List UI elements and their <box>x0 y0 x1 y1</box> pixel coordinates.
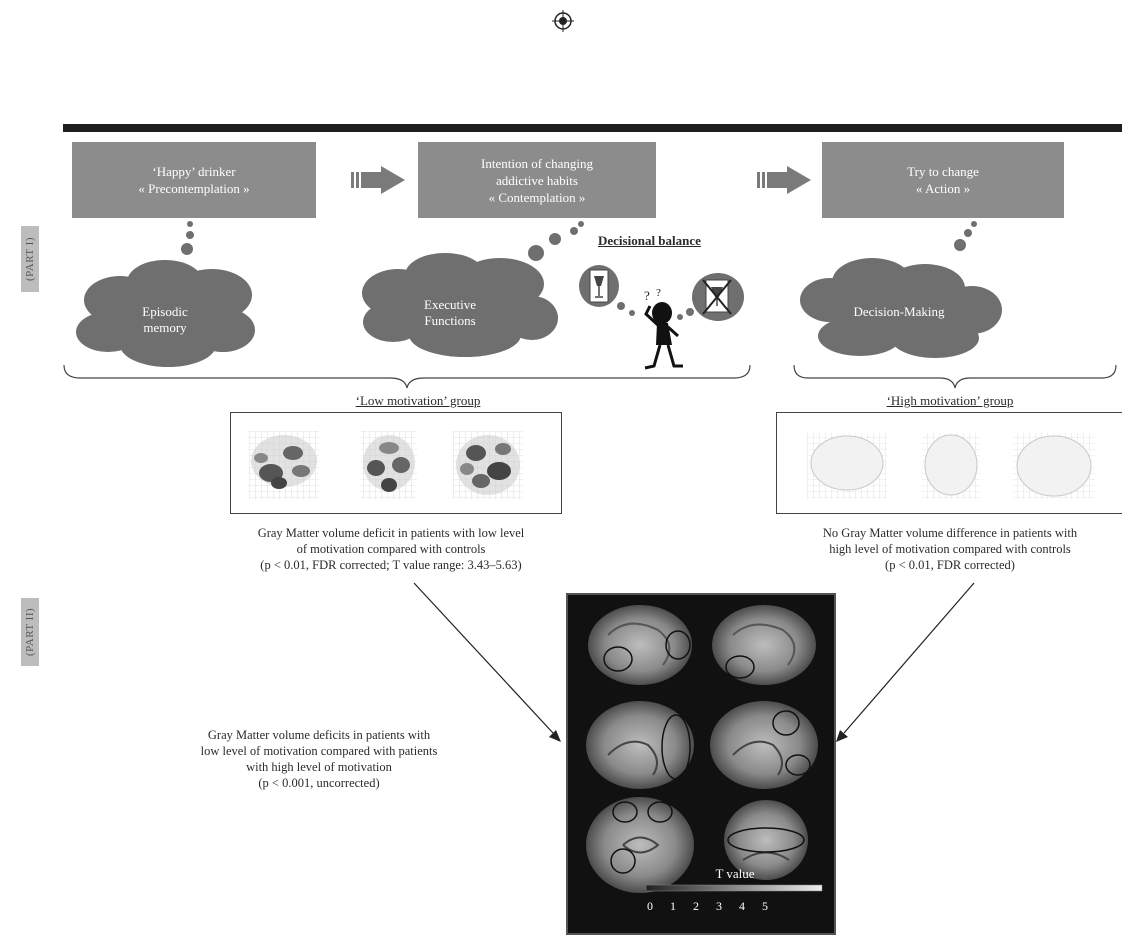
cloud-label-line: Decision-Making <box>853 304 945 319</box>
t-value-tick: 2 <box>693 899 699 913</box>
svg-text:?: ? <box>644 288 650 303</box>
arrow-to-comparison-right <box>836 582 975 742</box>
caption-line: high level of motivation compared with c… <box>829 542 1071 556</box>
glass-brain-coronal <box>922 433 980 499</box>
caption-line: low level of motivation compared with pa… <box>200 744 438 758</box>
low-motivation-glass-brain-panel <box>230 412 562 514</box>
mri-axial <box>586 797 694 893</box>
cloud-label-line: Episodic <box>142 304 188 319</box>
mri-sagittal-2 <box>712 605 816 685</box>
t-value-tick: 0 <box>647 899 653 913</box>
mri-slices <box>586 605 823 893</box>
glass-brain-coronal <box>361 431 417 499</box>
glass-brain-axial <box>1013 433 1095 499</box>
cloud-label-line: Functions <box>424 313 476 328</box>
header-rule <box>63 124 1122 132</box>
cloud-decision-making <box>800 258 1002 358</box>
stage-action: Try to change « Action » <box>822 142 1064 218</box>
caption-line: (p < 0.01, FDR corrected) <box>885 558 1015 572</box>
stage-action-line-1: Try to change <box>907 164 979 179</box>
thought-bubble-2 <box>528 221 584 261</box>
caption-line: (p < 0.001, uncorrected) <box>258 776 380 790</box>
decisional-balance-title: Decisional balance <box>598 233 701 248</box>
mri-sagittal-1 <box>588 605 692 685</box>
stage-precontemplation-line-2: « Precontemplation » <box>138 181 250 196</box>
t-value-title: T value <box>715 866 755 881</box>
glass-brain-sagittal <box>807 433 887 499</box>
low-motivation-group-label: ‘Low motivation’ group <box>355 393 481 408</box>
stage-arrow-2 <box>757 166 811 194</box>
svg-text:?: ? <box>656 287 661 299</box>
high-motivation-glass-brain-panel <box>776 412 1122 514</box>
t-value-tick: 3 <box>716 899 722 913</box>
thought-bubble-1 <box>181 221 194 255</box>
cloud-label-line: memory <box>143 320 187 335</box>
t-value-tick: 5 <box>762 899 768 913</box>
stage-contemplation: Intention of changing addictive habits «… <box>418 142 656 218</box>
high-motivation-group-label: ‘High motivation’ group <box>886 393 1014 408</box>
glass-brain-images <box>807 433 1095 499</box>
comparison-caption: Gray Matter volume deficits in patients … <box>158 727 480 791</box>
t-value-ticks: 0 1 2 3 4 5 <box>644 899 820 915</box>
glass-brain-sagittal <box>249 431 319 499</box>
thought-bubble-3 <box>954 221 977 251</box>
high-motivation-caption: No Gray Matter volume difference in pati… <box>770 525 1122 573</box>
low-motivation-caption: Gray Matter volume deficit in patients w… <box>212 525 570 573</box>
mri-sagittal-3 <box>586 701 694 789</box>
t-value-tick: 4 <box>739 899 745 913</box>
brace-high-group <box>793 364 1117 389</box>
cloud-episodic-memory-label: Episodic memory <box>110 300 220 340</box>
t-value-tick: 1 <box>670 899 676 913</box>
mri-comparison-panel <box>566 593 836 935</box>
decisional-balance-figure: ? ? <box>579 265 744 370</box>
stage-contemplation-line-3: « Contemplation » <box>488 189 586 205</box>
cloud-executive-functions <box>362 253 558 357</box>
cloud-label-line: Executive <box>424 297 476 312</box>
registration-mark-icon <box>552 10 574 32</box>
stage-contemplation-line-2: addictive habits <box>496 172 578 188</box>
caption-line: of motivation compared with controls <box>296 542 486 556</box>
stage-action-line-2: « Action » <box>915 181 971 196</box>
glass-brain-images <box>249 431 523 499</box>
cloud-episodic-memory <box>76 260 255 367</box>
stage-contemplation-line-1: Intention of changing <box>481 155 593 171</box>
stage-precontemplation-line-1: ‘Happy’ drinker <box>152 164 236 179</box>
cloud-executive-functions-label: Executive Functions <box>392 293 508 333</box>
brace-low-group <box>63 364 751 389</box>
mri-coronal <box>724 800 808 880</box>
stage-precontemplation: ‘Happy’ drinker « Precontemplation » <box>72 142 316 218</box>
cloud-decision-making-label: Decision-Making <box>834 302 964 322</box>
arrow-to-comparison-left <box>413 582 561 742</box>
glass-brain-axial <box>453 431 523 499</box>
caption-line: (p < 0.01, FDR corrected; T value range:… <box>260 558 522 572</box>
t-value-colorbar <box>645 884 823 892</box>
caption-line: No Gray Matter volume difference in pati… <box>822 526 1078 540</box>
caption-line: Gray Matter volume deficit in patients w… <box>257 526 525 540</box>
stage-arrow-1 <box>351 166 405 194</box>
caption-line: Gray Matter volume deficits in patients … <box>207 728 431 742</box>
caption-line: with high level of motivation <box>246 760 392 774</box>
mri-sagittal-4 <box>710 701 818 789</box>
